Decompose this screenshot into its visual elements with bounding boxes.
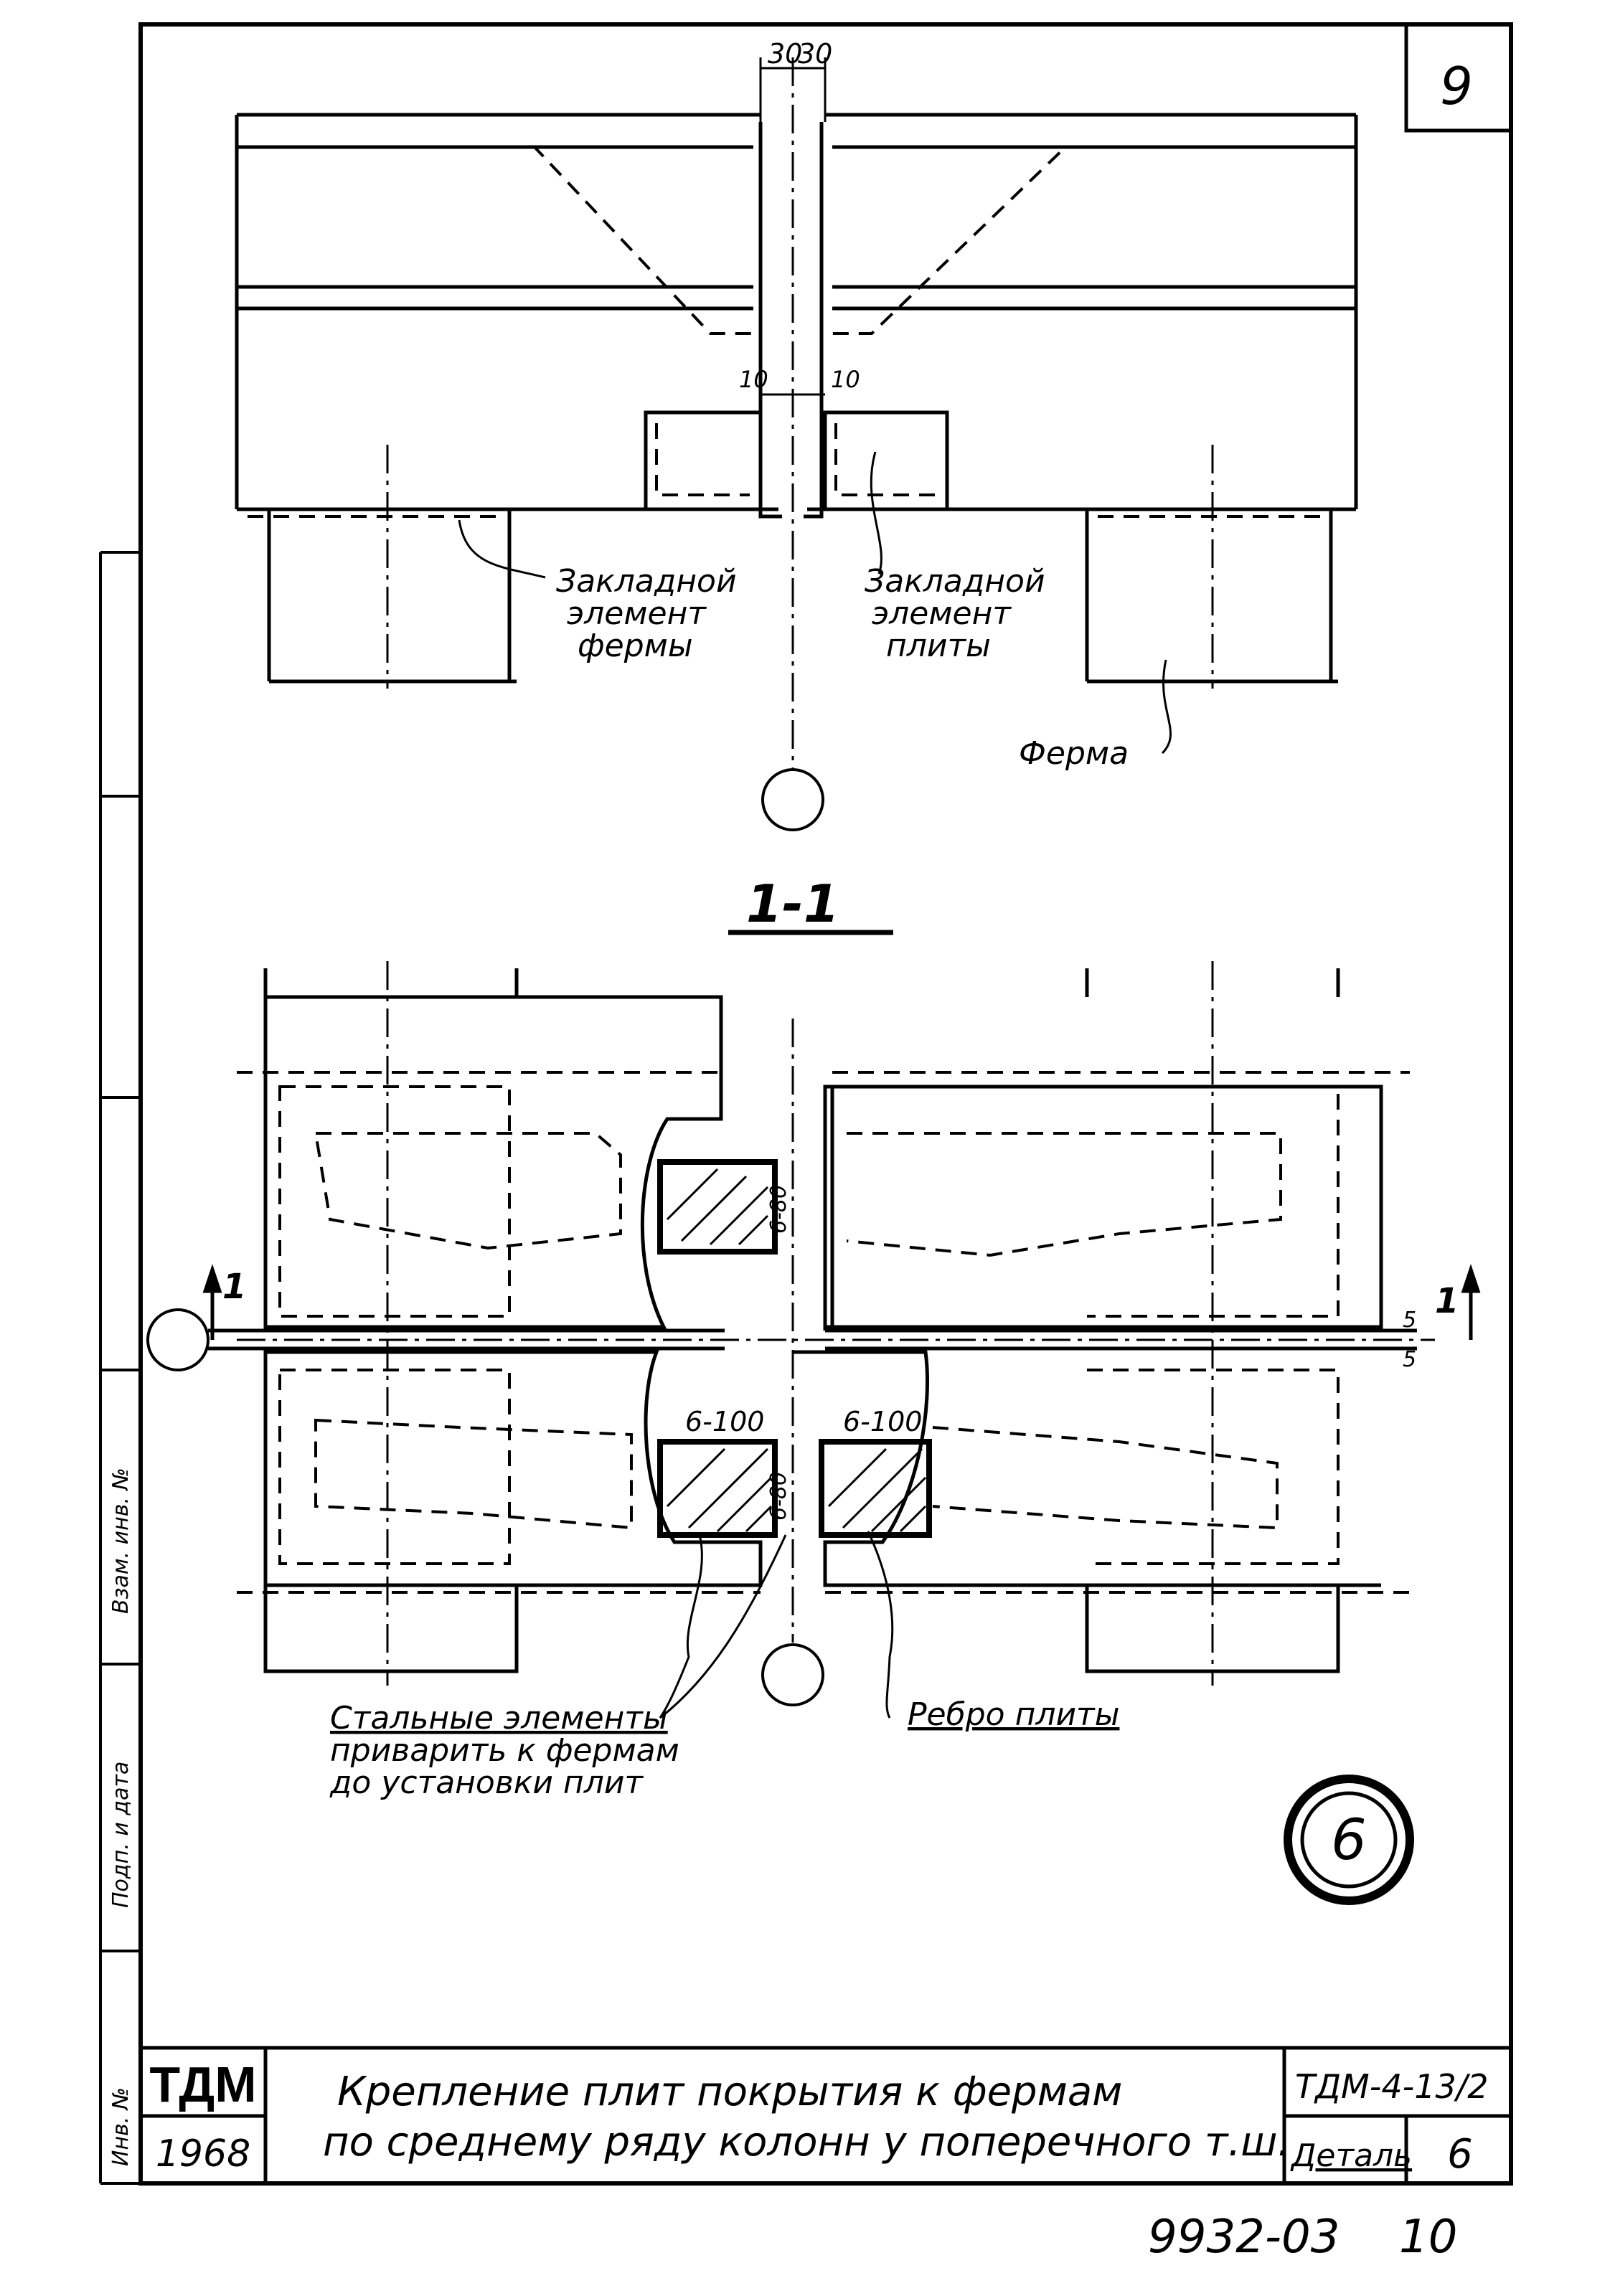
label-steel-elements-1: Стальные элементы <box>330 1700 668 1737</box>
dim-top-right: 30 <box>798 38 832 70</box>
detail-circle-outer <box>1284 1775 1414 1905</box>
dim-top-left: 30 <box>768 38 802 70</box>
dim-gap-left: 10 <box>739 366 768 393</box>
section-view <box>235 113 1358 684</box>
margin-label-1: Инв. № <box>108 2087 133 2166</box>
dim-plan-5b: 5 <box>1403 1347 1416 1372</box>
title-block-year: 1968 <box>156 2132 250 2175</box>
section-mark: 1-1 <box>746 874 839 934</box>
section-leaders <box>458 451 1172 755</box>
dim-plan-5a: 5 <box>1403 1308 1416 1333</box>
title-block-detail-number: 6 <box>1447 2131 1473 2178</box>
label-slab-rib: Ребро плиты <box>908 1696 1119 1733</box>
label-steel-elements-2: приварить к фермам <box>330 1732 679 1769</box>
detail-circle-inner <box>1300 1791 1398 1889</box>
weld-right: 6-100 <box>843 1406 922 1437</box>
page-number-box <box>1404 24 1511 133</box>
title-block-title-1: Крепление плит покрытия к фермам <box>337 2069 1122 2115</box>
weld-left: 6-100 <box>685 1406 764 1437</box>
side-margin <box>99 551 141 2185</box>
footer-left: 9932-03 <box>1148 2211 1340 2264</box>
label-truss: Ферма <box>1019 735 1129 772</box>
dim-gap-right: 10 <box>831 366 860 393</box>
detail-circle-number: 6 <box>1331 1808 1367 1873</box>
label-embed-truss-3: фермы <box>578 628 693 664</box>
label-embed-slab-3: плиты <box>886 628 991 664</box>
label-embed-truss-1: Закладной <box>556 563 737 600</box>
spacing-upper: 6-80 <box>766 1185 791 1234</box>
footer-right: 10 <box>1399 2211 1457 2264</box>
sheet-frame <box>138 22 1513 2186</box>
section-arrows <box>202 1264 1481 1340</box>
title-block-title-2: по среднему ряду колонн у поперечного т.… <box>323 2119 1290 2165</box>
margin-label-3: Взам. инв. № <box>108 1468 133 1614</box>
label-embed-slab-1: Закладной <box>865 563 1045 600</box>
plan-view <box>208 968 1417 1673</box>
plate-hatching <box>666 1168 927 1533</box>
title-block <box>141 2046 1511 2183</box>
section-hidden-lines <box>248 146 1342 518</box>
page-number: 9 <box>1440 56 1473 116</box>
spacing-lower: 6-80 <box>766 1472 791 1521</box>
label-embed-slab-2: элемент <box>872 595 1012 632</box>
title-block-detail-label: Деталь <box>1290 2137 1412 2174</box>
title-block-org: ТДМ <box>149 2056 256 2112</box>
axis-bubble-plan-left <box>146 1308 210 1371</box>
axis-bubble-plan-bottom <box>761 1643 824 1706</box>
label-embed-truss-2: элемент <box>567 595 707 632</box>
top-dimension-lines <box>759 57 827 122</box>
plan-axes <box>237 961 1435 1686</box>
plan-leaders <box>659 1531 894 1719</box>
title-block-code: ТДМ-4-13/2 <box>1295 2067 1489 2106</box>
label-steel-elements-3: до установки плит <box>329 1764 644 1801</box>
section-arrow-left-label: 1 <box>222 1267 246 1307</box>
section-arrow-right-label: 1 <box>1435 1281 1459 1321</box>
axis-bubble-section <box>761 768 824 831</box>
margin-label-2: Подп. и дата <box>108 1762 133 1908</box>
